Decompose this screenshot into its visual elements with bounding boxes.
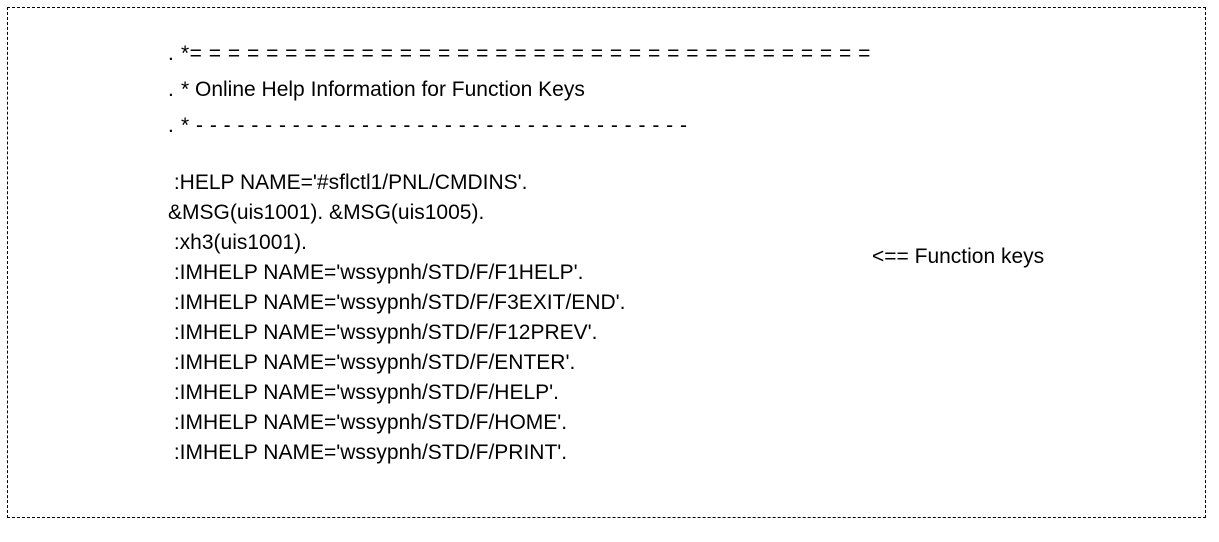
code-line-imhelp-print: :IMHELP NAME='wssypnh/STD/F/PRINT'. (168, 441, 568, 464)
header-line-marker: . (168, 42, 174, 65)
function-keys-annotation: <== Function keys (872, 245, 1045, 268)
code-line-imhelp-enter: :IMHELP NAME='wssypnh/STD/F/ENTER'. (168, 351, 576, 374)
code-line-xh3-tag: :xh3(uis1001). (168, 231, 307, 254)
code-line-imhelp-f3exit: :IMHELP NAME='wssypnh/STD/F/F3EXIT/END'. (168, 291, 626, 314)
header-title-text: * Online Help Information for Function K… (181, 78, 585, 101)
header-line-marker: . (168, 114, 174, 137)
help-source-code-block: :HELP NAME='#sflctl1/PNL/CMDINS'. &MSG(u… (168, 168, 1208, 468)
header-line-content: *= = = = = = = = = = = = = = = = = = = =… (181, 42, 871, 65)
header-comment-block: . *= = = = = = = = = = = = = = = = = = =… (168, 36, 1208, 144)
header-line-top-rule: . *= = = = = = = = = = = = = = = = = = =… (168, 36, 1208, 72)
header-line-title: . * Online Help Information for Function… (168, 72, 1208, 108)
code-line-imhelp-help: :IMHELP NAME='wssypnh/STD/F/HELP'. (168, 381, 559, 404)
code-line-imhelp-f1help: :IMHELP NAME='wssypnh/STD/F/F1HELP'. (168, 261, 584, 284)
code-line-imhelp-home: :IMHELP NAME='wssypnh/STD/F/HOME'. (168, 411, 568, 434)
code-line-help-tag: :HELP NAME='#sflctl1/PNL/CMDINS'. (168, 171, 528, 194)
header-line-bottom-rule: . * - - - - - - - - - - - - - - - - - - … (168, 108, 1208, 144)
outer-dashed-frame (7, 7, 1206, 518)
code-line-imhelp-f12prev: :IMHELP NAME='wssypnh/STD/F/F12PREV'. (168, 321, 598, 344)
code-line-msg-tags: &MSG(uis1001). &MSG(uis1005). (168, 201, 485, 224)
header-line-content: * - - - - - - - - - - - - - - - - - - - … (181, 114, 688, 137)
header-line-marker: . (168, 78, 174, 101)
